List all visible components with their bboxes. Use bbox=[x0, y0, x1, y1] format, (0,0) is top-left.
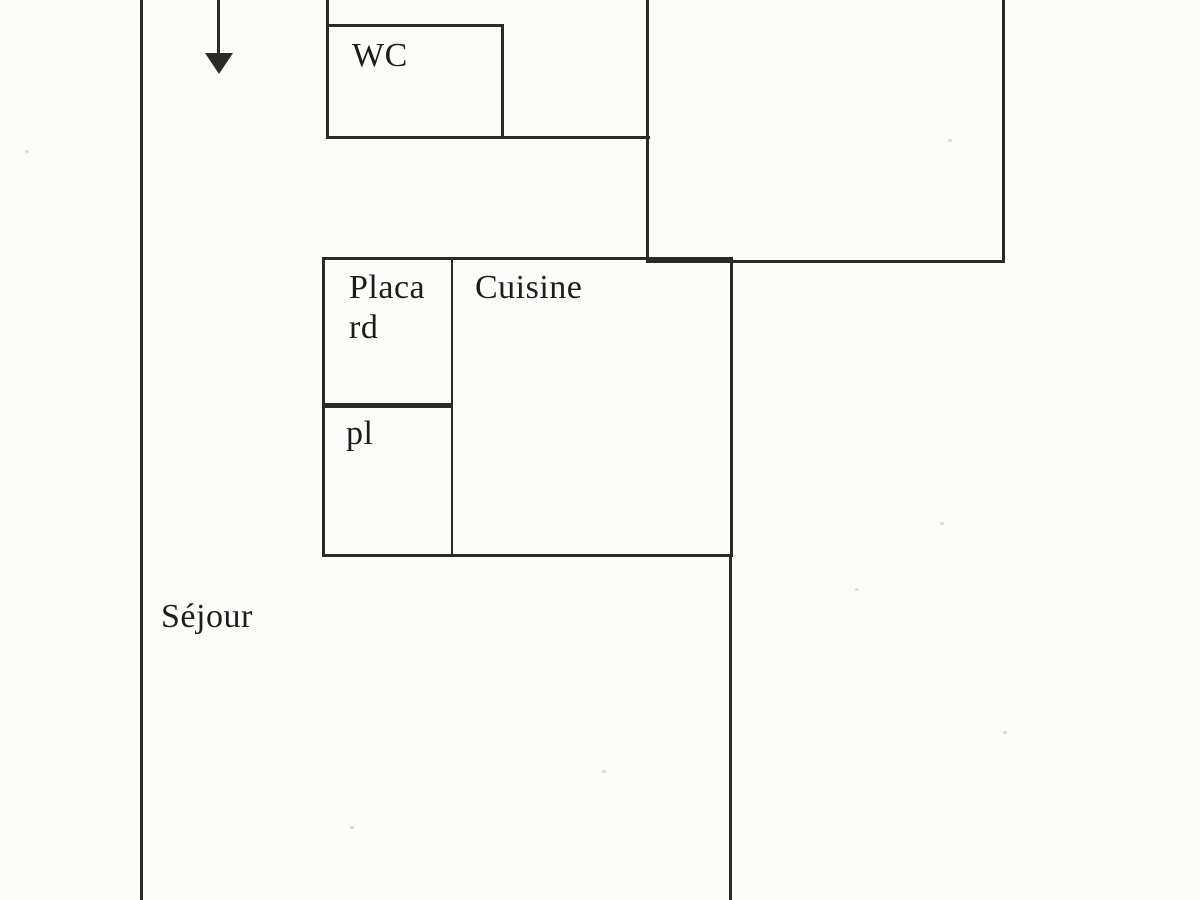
scan-speck bbox=[948, 139, 952, 142]
down-arrow-icon bbox=[205, 53, 233, 74]
partition-placard-horizontal bbox=[325, 403, 452, 408]
scan-speck bbox=[25, 150, 29, 153]
scan-speck bbox=[940, 522, 944, 525]
room-cuisine bbox=[322, 257, 733, 557]
room-placard-label: Placa rd bbox=[349, 269, 426, 347]
wall-wc-south bbox=[326, 136, 650, 139]
entrance-arrow-shaft bbox=[217, 0, 220, 55]
wc-wall-stub bbox=[326, 0, 329, 27]
partition-placard-vertical bbox=[451, 260, 453, 554]
room-sejour-label: Séjour bbox=[161, 598, 253, 635]
scan-speck bbox=[855, 588, 859, 591]
room-top-right bbox=[646, 0, 1005, 263]
scan-speck bbox=[350, 826, 354, 829]
left-exterior-wall bbox=[140, 0, 143, 900]
wall-sejour-east bbox=[729, 554, 732, 900]
scan-speck bbox=[1003, 731, 1007, 734]
room-cuisine-label: Cuisine bbox=[475, 269, 583, 306]
wall-corridor-vertical bbox=[646, 0, 649, 262]
room-pl-label: pl bbox=[346, 415, 374, 452]
room-wc-label: WC bbox=[352, 37, 408, 74]
scan-speck bbox=[602, 770, 606, 773]
